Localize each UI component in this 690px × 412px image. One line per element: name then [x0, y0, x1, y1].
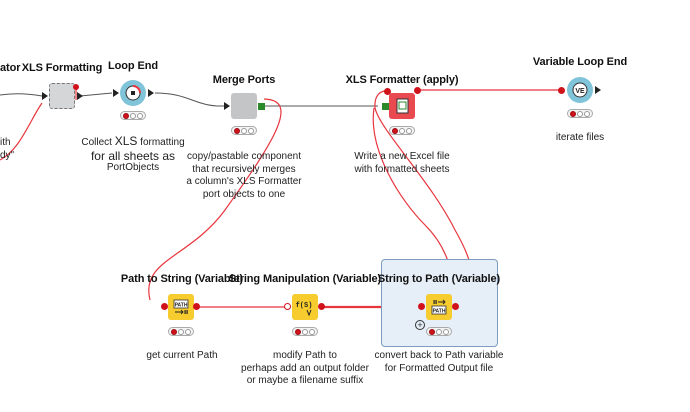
- merge-ports-status: [231, 126, 257, 135]
- variable-loop-end-desc: iterate files: [556, 132, 604, 145]
- path-to-string-title: Path to String (Variable): [120, 273, 244, 285]
- string-to-path-node[interactable]: PATH: [426, 294, 452, 320]
- string-manipulation-out-port[interactable]: [318, 303, 325, 310]
- data-wire-xls-formatting-to-loop-end[interactable]: [79, 92, 113, 97]
- string-manipulation-desc-line: perhaps add an output folder: [241, 362, 369, 374]
- string-manipulation-title: String Manipulation (Variable): [228, 273, 382, 285]
- string-to-path-desc-line: for Formatted Output file: [384, 362, 494, 374]
- svg-text:PATH: PATH: [433, 309, 446, 315]
- xls-formatting-out-port[interactable]: [77, 92, 83, 100]
- path-to-string-in-port[interactable]: [161, 303, 168, 310]
- svg-text:VE: VE: [575, 88, 585, 95]
- add-port-icon[interactable]: +: [415, 320, 425, 330]
- merge-ports-desc: copy/pastable component that recursively…: [186, 151, 301, 201]
- data-wire-left-to-xls-formatting[interactable]: [0, 93, 43, 97]
- string-manipulation-node[interactable]: f(S): [292, 294, 318, 320]
- string-to-path-in-port[interactable]: [418, 303, 425, 310]
- path-to-string-icon: PATH: [173, 299, 189, 315]
- xls-formatter-desc: Write a new Excel file with formatted sh…: [354, 151, 449, 176]
- flow-wire-partial-left[interactable]: [0, 102, 43, 161]
- loop-end-title: Loop End: [108, 60, 158, 72]
- merge-ports-out-port[interactable]: [258, 103, 265, 110]
- xls-formatter-status: [389, 126, 415, 135]
- variable-loop-end-status: [567, 109, 593, 118]
- merge-ports-title: Merge Ports: [212, 74, 276, 86]
- xls-formatter-desc-line: Write a new Excel file: [354, 151, 450, 162]
- partial-desc-line: ith: [0, 137, 11, 148]
- string-to-path-desc-line: convert back to Path variable: [374, 350, 504, 361]
- xls-formatter-var-out-port[interactable]: [414, 87, 421, 94]
- loop-end-icon: [125, 85, 141, 101]
- string-to-path-desc: convert back to Path variable for Format…: [375, 350, 504, 375]
- xls-formatter-in-port[interactable]: [382, 103, 389, 110]
- string-to-path-status: [426, 327, 452, 336]
- xls-formatter-apply-node[interactable]: [389, 93, 415, 119]
- variable-loop-end-node[interactable]: VE: [567, 77, 593, 103]
- loop-end-desc-line1: Collect XLS formatting: [81, 134, 185, 148]
- variable-loop-end-icon: VE: [572, 82, 588, 98]
- string-manipulation-icon: f(S): [296, 302, 313, 317]
- loop-end-desc: Collect XLS formatting for all sheets as…: [81, 135, 184, 175]
- path-to-string-out-port[interactable]: [193, 303, 200, 310]
- string-manipulation-desc-line: modify Path to: [273, 350, 337, 361]
- variable-loop-end-desc-line: iterate files: [555, 132, 605, 143]
- merge-ports-desc-line: a column's XLS Formatter: [186, 176, 302, 187]
- string-manipulation-desc: modify Path to perhaps add an output fol…: [241, 350, 369, 388]
- variable-loop-end-out-port[interactable]: [595, 86, 601, 94]
- excel-file-icon: [396, 98, 409, 114]
- svg-text:f(S): f(S): [296, 302, 313, 310]
- merge-ports-desc-line: that recursively merges: [192, 163, 296, 175]
- path-to-string-desc: get current Path: [146, 350, 217, 363]
- xls-formatter-apply-title: XLS Formatter (apply): [345, 74, 459, 86]
- merge-ports-desc-line: copy/pastable component: [187, 151, 301, 162]
- merge-ports-in-port[interactable]: [224, 102, 230, 110]
- xls-formatting-node[interactable]: [49, 83, 75, 109]
- xls-formatter-desc-line: with formatted sheets: [354, 163, 450, 175]
- path-to-string-desc-line: get current Path: [146, 350, 218, 361]
- path-to-string-status: [168, 327, 194, 336]
- variable-loop-end-title: Variable Loop End: [532, 56, 628, 68]
- xls-formatting-title: XLS Formatting: [21, 62, 103, 74]
- loop-end-out-port[interactable]: [148, 89, 154, 97]
- string-to-path-icon: PATH: [431, 299, 447, 315]
- merge-ports-node[interactable]: [231, 93, 257, 119]
- string-to-path-out-port[interactable]: [452, 303, 459, 310]
- string-manipulation-status: [292, 327, 318, 336]
- loop-end-status: [120, 111, 146, 120]
- xls-formatter-var-in-port[interactable]: [384, 88, 391, 95]
- loop-end-node[interactable]: [120, 80, 146, 106]
- path-to-string-node[interactable]: PATH: [168, 294, 194, 320]
- data-wire-loop-end-to-merge-ports[interactable]: [154, 92, 225, 107]
- svg-text:PATH: PATH: [175, 303, 188, 309]
- string-manipulation-desc-line: or maybe a filename suffix: [246, 375, 364, 386]
- string-manipulation-in-port[interactable]: [284, 303, 291, 310]
- partial-node-title: ator: [0, 62, 21, 74]
- loop-end-desc-line3: PortObjects: [106, 162, 160, 173]
- flow-wire-merge-to-path-to-string[interactable]: [148, 98, 282, 301]
- merge-ports-desc-line: port objects to one: [202, 188, 286, 200]
- xls-formatting-in-port[interactable]: [42, 92, 48, 100]
- string-to-path-title: String to Path (Variable): [377, 273, 501, 285]
- variable-loop-end-in-port[interactable]: [558, 87, 565, 94]
- loop-end-desc-line2: for all sheets as: [90, 148, 176, 163]
- partial-node-desc: ith dy": [0, 137, 14, 162]
- loop-end-in-port[interactable]: [113, 89, 119, 97]
- partial-desc-line: dy": [0, 149, 15, 161]
- xls-formatting-var-port[interactable]: [73, 84, 79, 90]
